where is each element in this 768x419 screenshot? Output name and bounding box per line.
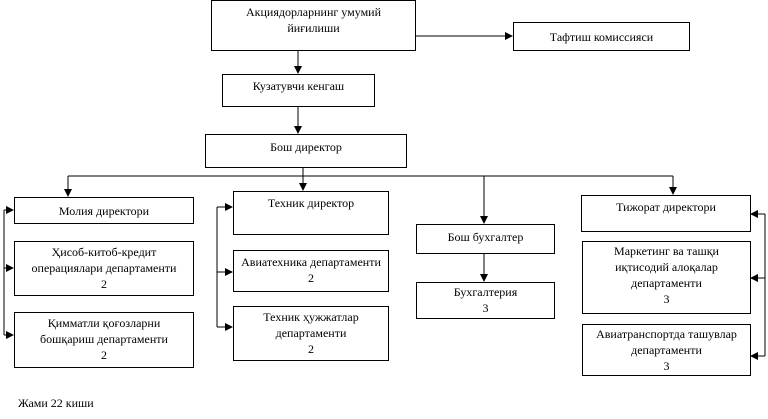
node-text: Молия директори xyxy=(58,204,150,218)
node-text: департаменти xyxy=(631,276,702,290)
node-finance-director: Молия директори xyxy=(14,197,194,224)
node-commercial-director: Тижорат директори xyxy=(581,195,751,232)
node-text: Акциядорларнинг умумий xyxy=(245,5,382,19)
node-audit: Тафтиш комиссияси xyxy=(513,22,690,51)
node-text: Техник ҳужжатлар xyxy=(263,310,359,324)
node-text: 2 xyxy=(101,277,107,291)
total-staff: Жами 22 киши xyxy=(18,396,94,410)
node-text: операциялари департаменти xyxy=(31,261,177,275)
node-text: йиғилиши xyxy=(287,21,340,35)
node-shareholders: Акциядорларнинг умумий йиғилиши xyxy=(211,0,416,51)
node-text: 2 xyxy=(308,271,314,285)
node-text: Бош бухгалтер xyxy=(447,230,524,244)
node-marketing: Маркетинг ва ташқи иқтисодий алоқалар депа… xyxy=(582,241,751,314)
node-text: Техник директор xyxy=(267,196,355,210)
node-securities: Қимматли қоғозларни бошқариш департаменти… xyxy=(14,312,194,368)
node-text: 3 xyxy=(663,359,670,373)
node-text: Қимматли қоғозларни xyxy=(47,316,161,330)
node-tech-docs: Техник ҳужжатлар департаменти 2 xyxy=(233,306,389,361)
node-text: Бош директор xyxy=(270,140,342,154)
node-text: Кузатувчи кенгаш xyxy=(252,79,345,93)
node-text: бошқариш департаменти xyxy=(40,332,168,346)
node-text: Авиатехника департаменти xyxy=(241,255,381,269)
node-text: 3 xyxy=(482,301,489,315)
node-text: Маркетинг ва ташқи xyxy=(614,244,719,258)
node-chief-accountant: Бош бухгалтер xyxy=(416,224,555,254)
node-accounting-credit: Ҳисоб-китоб-кредит операциялари департаме… xyxy=(14,241,194,296)
node-air-transport: Авиатранспортда ташувлар департаменти 3 xyxy=(582,324,751,376)
node-text: Тижорат директори xyxy=(616,200,716,214)
node-text: департаменти xyxy=(275,326,347,340)
node-aviation-tech: Авиатехника департаменти 2 xyxy=(233,250,389,292)
node-ceo: Бош директор xyxy=(205,134,407,168)
node-text: 3 xyxy=(663,292,670,306)
node-text: 2 xyxy=(101,348,107,362)
node-accounting: Бухгалтерия 3 xyxy=(416,282,555,319)
node-text: 2 xyxy=(308,342,314,356)
node-text: иқтисодий алоқалар xyxy=(615,260,718,274)
node-text: Бухгалтерия xyxy=(453,285,518,299)
node-text: Авиатранспортда ташувлар xyxy=(596,327,737,341)
node-text: департаменти xyxy=(631,343,702,357)
node-supervisory: Кузатувчи кенгаш xyxy=(222,74,375,107)
node-technical-director: Техник директор xyxy=(233,191,389,235)
node-text: Ҳисоб-китоб-кредит xyxy=(51,245,157,259)
node-text: Тафтиш комиссияси xyxy=(549,30,654,44)
